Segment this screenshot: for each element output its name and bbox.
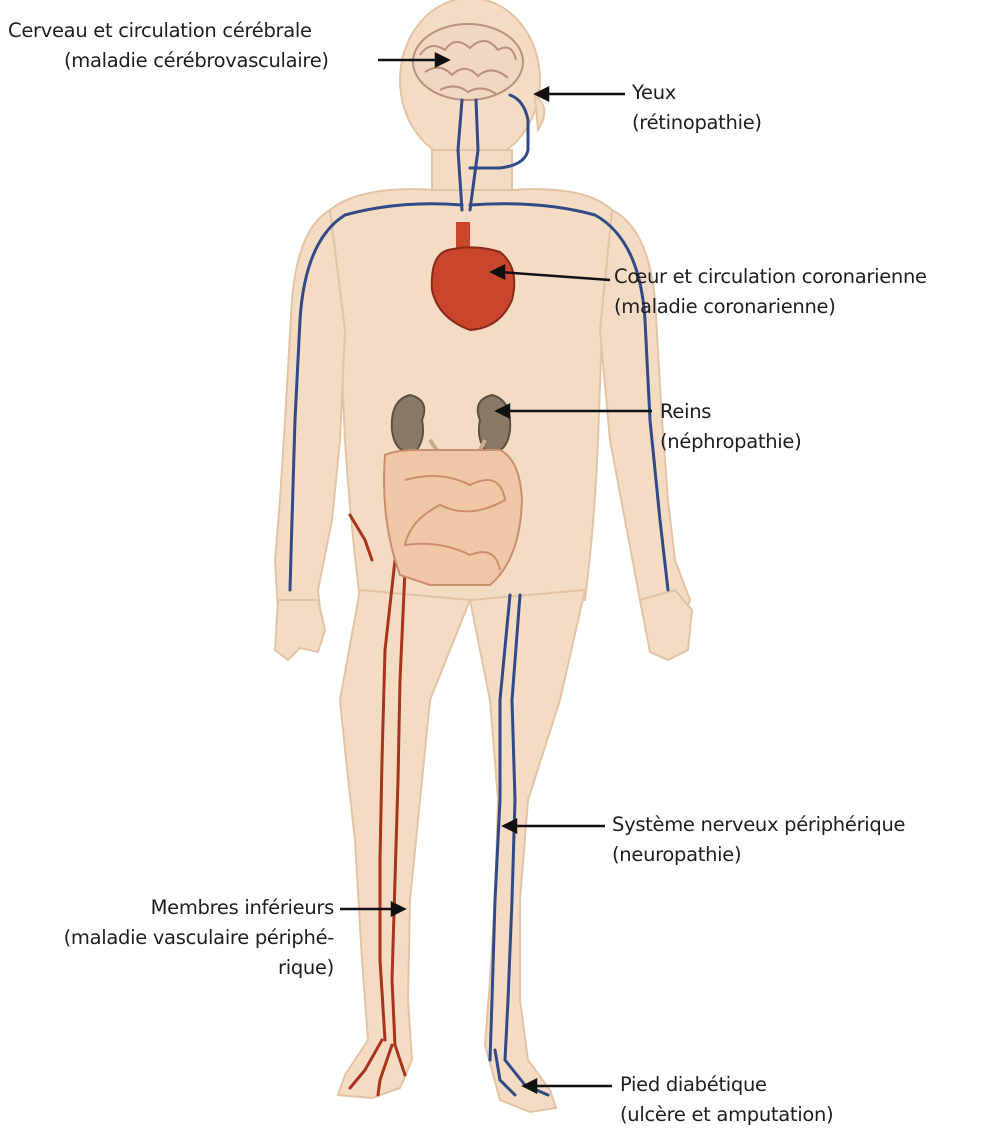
- label-nerves-line2: (neuropathie): [612, 840, 905, 870]
- label-heart-line1: Cœur et circulation coronarienne: [614, 262, 927, 292]
- label-brain: Cerveau et circulation cérébrale (maladi…: [8, 16, 329, 76]
- label-eyes-line1: Yeux: [632, 78, 762, 108]
- label-eyes-line2: (rétinopathie): [632, 108, 762, 138]
- label-eyes: Yeux (rétinopathie): [632, 78, 762, 138]
- label-kidneys-line2: (néphropathie): [660, 427, 801, 457]
- label-nerves: Système nerveux périphérique (neuropathi…: [612, 810, 905, 870]
- label-foot: Pied diabétique (ulcère et amputation): [620, 1070, 833, 1130]
- label-heart: Cœur et circulation coronarienne (maladi…: [614, 262, 927, 322]
- brain: [413, 24, 523, 100]
- right-hand: [640, 590, 692, 660]
- label-brain-line1: Cerveau et circulation cérébrale: [8, 16, 329, 46]
- right-leg: [470, 590, 585, 1112]
- intestines: [384, 450, 522, 585]
- label-heart-line2: (maladie coronarienne): [614, 292, 927, 322]
- label-foot-line2: (ulcère et amputation): [620, 1100, 833, 1130]
- label-nerves-line1: Système nerveux périphérique: [612, 810, 905, 840]
- nose: [535, 95, 544, 130]
- label-kidneys: Reins (néphropathie): [660, 397, 801, 457]
- label-foot-line1: Pied diabétique: [620, 1070, 833, 1100]
- label-legs-line2: (maladie vasculaire périphé-: [6, 923, 334, 953]
- left-arm: [275, 210, 345, 640]
- label-legs: Membres inférieurs (maladie vasculaire p…: [6, 893, 334, 983]
- label-legs-line1: Membres inférieurs: [6, 893, 334, 923]
- label-brain-line2: (maladie cérébrovasculaire): [8, 46, 329, 76]
- left-hand: [275, 600, 325, 660]
- left-leg: [338, 590, 470, 1098]
- label-kidneys-line1: Reins: [660, 397, 801, 427]
- label-legs-line3: rique): [6, 953, 334, 983]
